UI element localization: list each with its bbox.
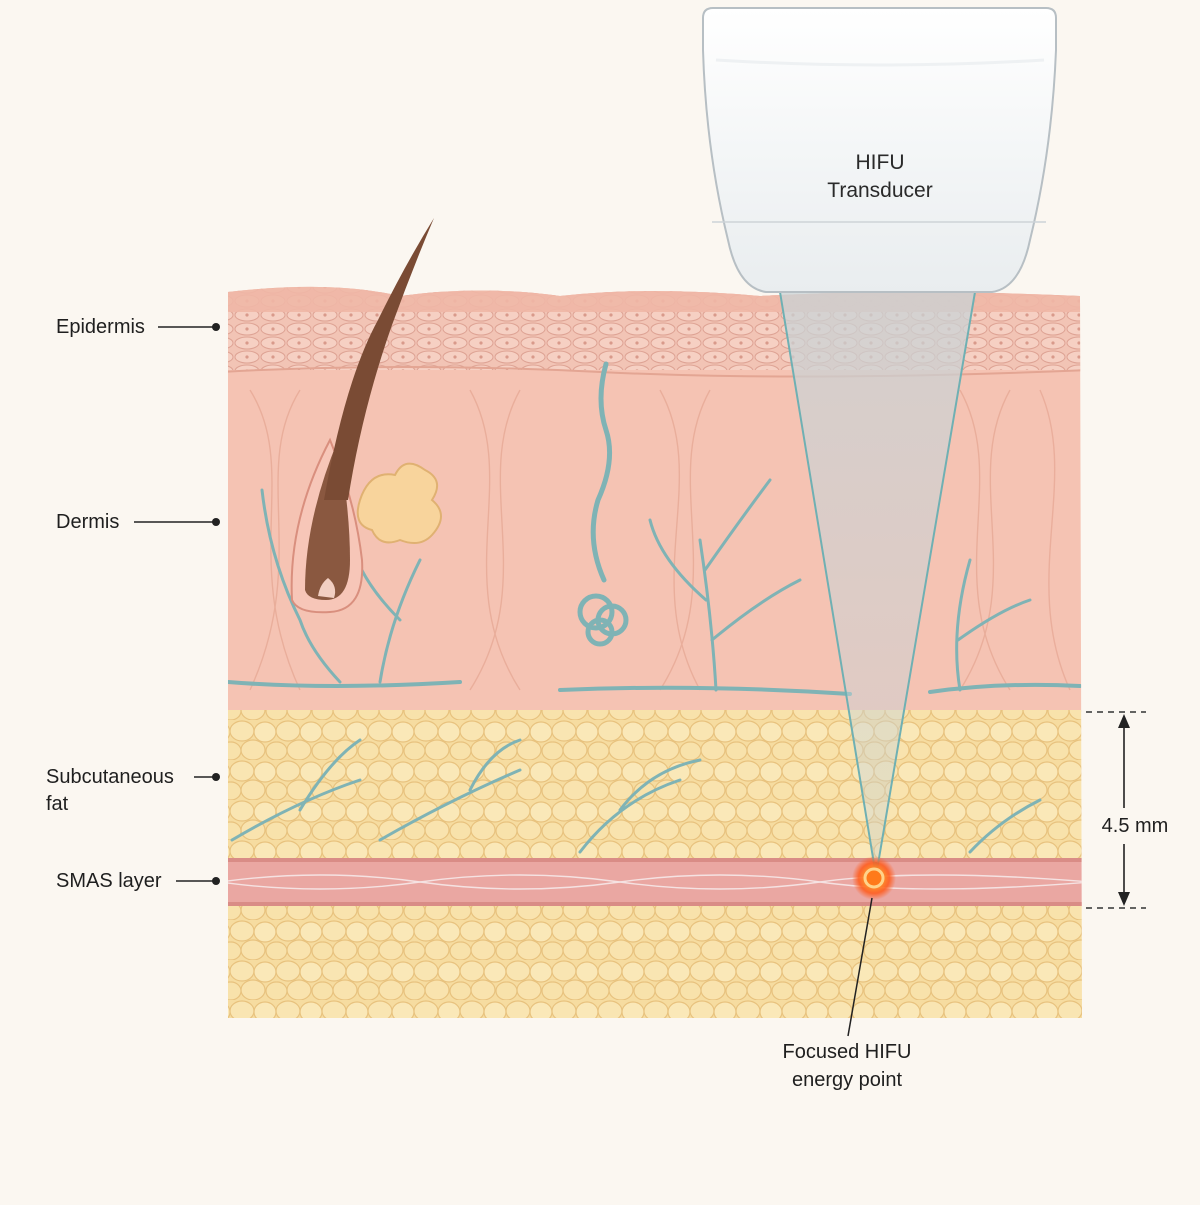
dermis-label: Dermis	[56, 511, 120, 533]
hair-shaft	[324, 218, 434, 500]
focus-label-line2: energy point	[791, 1069, 903, 1091]
subcutaneous-fat-label-line2: fat	[46, 793, 69, 815]
subcutaneous-fat-layer	[228, 710, 1082, 860]
collagen-fibers	[249, 389, 1071, 691]
epidermis-label: Epidermis	[56, 316, 145, 338]
sebaceous-gland	[356, 462, 442, 545]
hifu-transducer	[702, 7, 1057, 293]
depth-dimension	[1086, 711, 1146, 909]
smas-layer	[228, 858, 1082, 906]
depth-label: 4.5 mm	[1101, 815, 1169, 837]
blood-vessels	[228, 478, 1082, 854]
sweat-gland	[577, 361, 629, 647]
transducer-label-line2: Transducer	[827, 179, 933, 202]
focus-point-marker	[852, 856, 896, 900]
smas-layer-label: SMAS layer	[56, 870, 162, 892]
transducer-label-line1: HIFU	[855, 151, 905, 174]
focus-leader-line	[847, 897, 873, 1037]
deep-fat-layer	[228, 906, 1082, 1018]
label-leaders	[134, 326, 214, 882]
focus-label-line1: Focused HIFU	[782, 1041, 912, 1063]
subcutaneous-fat-label-line1: Subcutaneous	[46, 766, 174, 788]
